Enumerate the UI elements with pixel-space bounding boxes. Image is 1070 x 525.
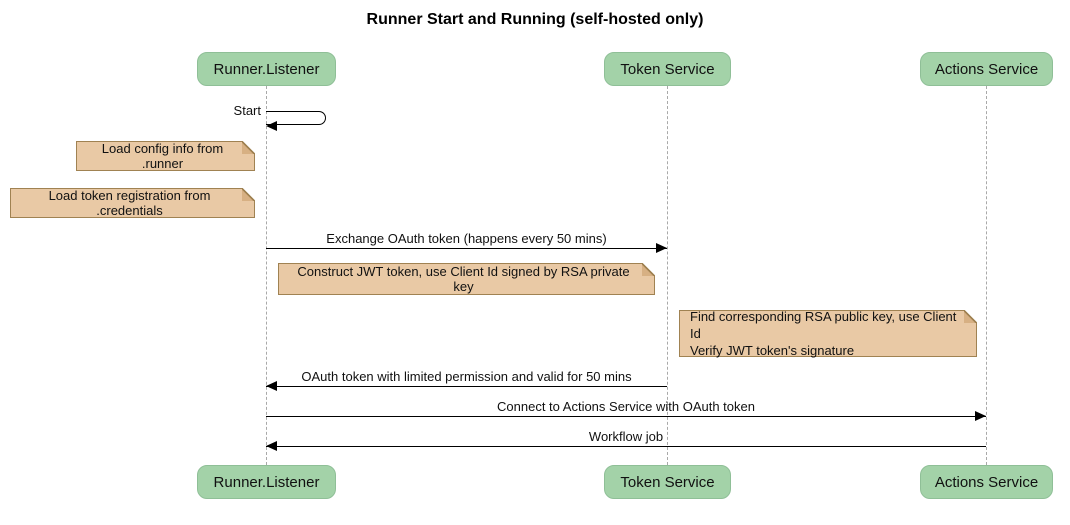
- lifeline-actions-service: [986, 86, 987, 465]
- message-connect-actions-service: Connect to Actions Service with OAuth to…: [266, 399, 986, 422]
- arrow-right-icon: [266, 411, 986, 422]
- message-label: Exchange OAuth token (happens every 50 m…: [326, 231, 607, 246]
- note-text: Construct JWT token, use Client Id signe…: [297, 264, 630, 294]
- note-load-config: Load config info from .runner: [76, 141, 255, 171]
- message-oauth-token-returned: OAuth token with limited permission and …: [266, 369, 667, 392]
- note-verify-jwt: Find corresponding RSA public key, use C…: [679, 309, 977, 358]
- note-text: Load token registration from .credential…: [48, 188, 211, 218]
- actor-label: Actions Service: [934, 473, 1039, 491]
- message-label: Connect to Actions Service with OAuth to…: [497, 399, 755, 414]
- message-label: Workflow job: [588, 429, 664, 444]
- lifeline-runner-listener: [266, 86, 267, 465]
- arrow-left-icon: [266, 381, 667, 392]
- note-text: Find corresponding RSA public key, use C…: [690, 309, 957, 358]
- self-message-start-label: Start: [233, 103, 261, 118]
- message-label: OAuth token with limited permission and …: [301, 369, 632, 384]
- actor-runner-listener-top: Runner.Listener: [197, 52, 336, 86]
- actor-label: Token Service: [620, 60, 715, 78]
- arrowhead-left-icon: [266, 120, 277, 131]
- note-construct-jwt: Construct JWT token, use Client Id signe…: [278, 263, 655, 295]
- note-load-token-registration: Load token registration from .credential…: [10, 188, 255, 218]
- actor-runner-listener-bottom: Runner.Listener: [197, 465, 336, 499]
- actor-actions-service-top: Actions Service: [920, 52, 1053, 86]
- actor-label: Runner.Listener: [213, 473, 320, 491]
- actor-actions-service-bottom: Actions Service: [920, 465, 1053, 499]
- actor-token-service-top: Token Service: [604, 52, 731, 86]
- self-message-loop-arrow: [266, 111, 326, 125]
- actor-token-service-bottom: Token Service: [604, 465, 731, 499]
- arrow-right-icon: [266, 243, 667, 254]
- diagram-title: Runner Start and Running (self-hosted on…: [366, 11, 704, 28]
- note-text: Load config info from .runner: [101, 141, 224, 171]
- actor-label: Runner.Listener: [213, 60, 320, 78]
- arrow-left-icon: [266, 441, 986, 452]
- message-exchange-oauth-token: Exchange OAuth token (happens every 50 m…: [266, 231, 667, 254]
- actor-label: Token Service: [620, 473, 715, 491]
- message-workflow-job: Workflow job: [266, 429, 986, 452]
- lifeline-token-service: [667, 86, 668, 465]
- actor-label: Actions Service: [934, 60, 1039, 78]
